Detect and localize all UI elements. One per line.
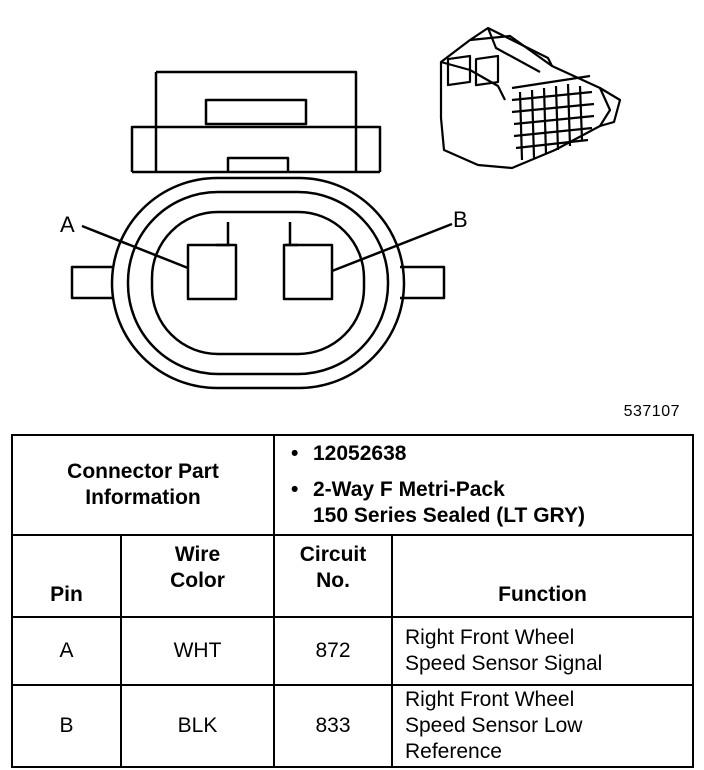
part-number-line: • 12052638	[291, 441, 692, 467]
header-pin: Pin	[11, 534, 122, 618]
cell-circuit: 872	[273, 616, 393, 686]
table-row: A WHT 872 Right Front Wheel Speed Sensor…	[11, 616, 695, 686]
cell-pin: A	[11, 616, 122, 686]
connector-part-info-label: Connector Part Information	[11, 434, 275, 536]
pin-b-label: B	[453, 207, 468, 232]
part-desc-line1: 2-Way F Metri-Pack	[313, 478, 505, 501]
header-wire-color: Wire Color	[120, 534, 275, 618]
figure-id: 537107	[623, 403, 680, 420]
leader-line-b	[331, 222, 453, 273]
part-desc-line2: 150 Series Sealed (LT GRY)	[313, 504, 585, 527]
part-desc-line: • 2-Way F Metri-Pack	[291, 477, 692, 503]
cell-function-line1: Right Front Wheel	[405, 688, 575, 711]
left-ear	[70, 265, 113, 300]
header-wire-color-line2: Color	[170, 569, 225, 592]
connector-part-info-row: Connector Part Information • 12052638 • …	[11, 434, 695, 536]
table-row: B BLK 833 Right Front Wheel Speed Sensor…	[11, 684, 695, 768]
bullet-icon: •	[291, 478, 299, 501]
part-number: 12052638	[313, 442, 407, 465]
terminal-a	[186, 222, 238, 301]
cell-circuit: 833	[273, 684, 393, 768]
connector-body-middle	[126, 190, 390, 376]
connector-body-inner	[150, 210, 366, 356]
header-circuit: Circuit No.	[273, 534, 393, 618]
terminal-b	[282, 222, 334, 301]
right-ear	[400, 265, 446, 300]
cell-function: Right Front Wheel Speed Sensor Signal	[390, 616, 695, 686]
header-circuit-line2: No.	[316, 569, 350, 592]
connector-part-info-line2: Information	[85, 486, 201, 509]
cell-function-line2: Speed Sensor Low	[405, 714, 583, 737]
header-pin-text: Pin	[50, 583, 83, 606]
connector-info-table: Connector Part Information • 12052638 • …	[11, 434, 695, 768]
connector-latch	[130, 70, 382, 174]
cell-pin: B	[11, 684, 122, 768]
column-header-row: Pin Wire Color Circuit No. Function	[11, 534, 695, 618]
cell-function-line1: Right Front Wheel	[405, 626, 575, 649]
connector-diagram: A B	[60, 26, 622, 390]
cell-wire-color: WHT	[120, 616, 275, 686]
cell-function-line2: Speed Sensor Signal	[405, 652, 603, 675]
connector-3d-sketch	[439, 26, 622, 170]
cell-function-line3: Reference	[405, 740, 502, 763]
leader-line-a	[81, 224, 189, 270]
cell-function: Right Front Wheel Speed Sensor Low Refer…	[390, 684, 695, 768]
header-wire-color-line1: Wire	[174, 543, 221, 566]
connector-part-info-values: • 12052638 • 2-Way F Metri-Pack 150 Seri…	[272, 434, 695, 536]
pin-a-label: A	[60, 212, 75, 237]
connector-part-info-line1: Connector Part	[67, 460, 219, 483]
bullet-icon: •	[291, 442, 299, 465]
cell-wire-color: BLK	[120, 684, 275, 768]
header-function-text: Function	[498, 583, 587, 606]
header-circuit-line1: Circuit	[299, 543, 367, 566]
connector-body-outer	[110, 176, 406, 390]
header-function: Function	[390, 534, 695, 618]
